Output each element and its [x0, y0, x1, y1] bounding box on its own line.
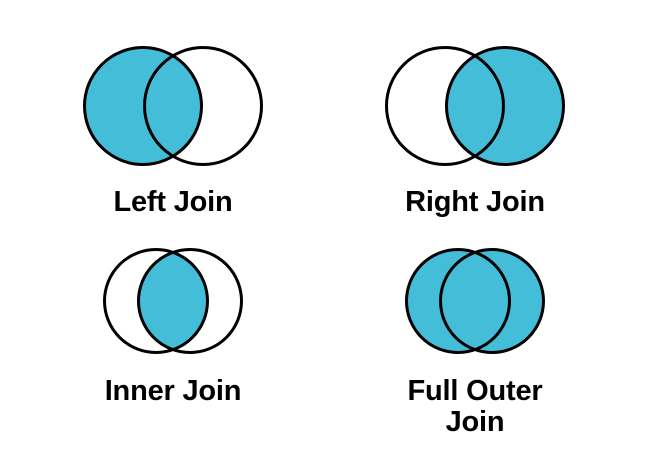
venn-cell-inner-join[interactable]: Inner Join: [48, 242, 298, 407]
venn-full-outer-join-icon: [350, 242, 600, 360]
venn-cell-full-outer-join[interactable]: Full Outer Join: [350, 242, 600, 437]
venn-inner-join-icon: [48, 242, 298, 360]
venn-right-join-icon: [350, 38, 600, 174]
venn-label-left-join: Left Join: [113, 186, 233, 218]
venn-label-inner-join: Inner Join: [104, 375, 242, 407]
venn-label-full-outer-join: Full Outer Join: [407, 375, 543, 438]
venn-cell-left-join[interactable]: Left Join: [48, 38, 298, 218]
venn-cell-right-join[interactable]: Right Join: [350, 38, 600, 218]
venn-left-join-icon: [48, 38, 298, 174]
venn-label-right-join: Right Join: [405, 186, 545, 218]
